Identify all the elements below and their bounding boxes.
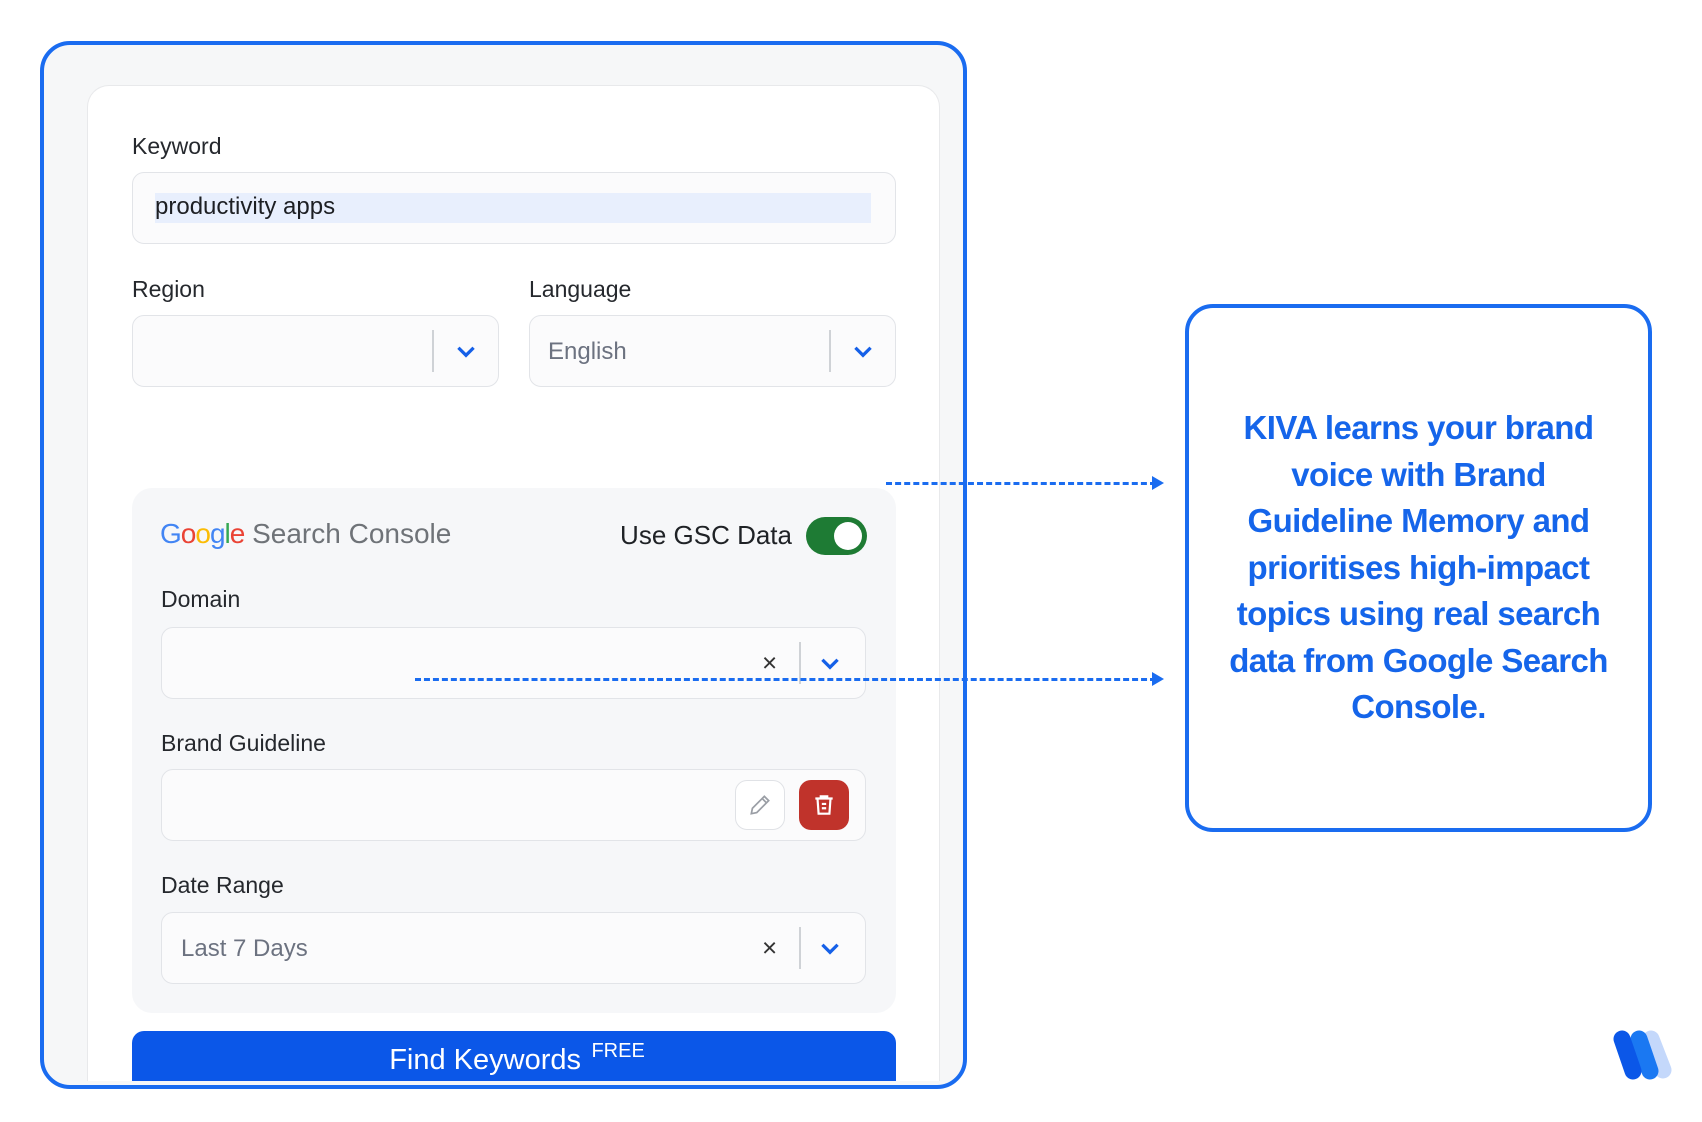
arrowhead-icon xyxy=(1152,672,1164,686)
gsc-logo: Google Search Console xyxy=(160,518,451,550)
language-label: Language xyxy=(529,276,632,302)
region-select[interactable] xyxy=(132,315,499,387)
language-select[interactable]: English xyxy=(529,315,896,387)
clear-icon[interactable]: × xyxy=(762,932,778,963)
brand-guideline-field[interactable] xyxy=(161,769,866,841)
use-gsc-toggle[interactable] xyxy=(806,517,867,555)
keyword-input[interactable]: productivity apps xyxy=(132,172,896,244)
chevron-down-icon[interactable] xyxy=(817,935,843,961)
date-range-label: Date Range xyxy=(161,872,284,898)
free-badge: FREE xyxy=(591,1040,645,1062)
brand-logo-icon xyxy=(1613,1030,1672,1080)
app-frame: Keyword productivity apps Region Languag… xyxy=(40,41,967,1089)
domain-select[interactable]: × xyxy=(161,627,866,699)
connector-arrow-top xyxy=(886,482,1156,485)
gsc-panel: Google Search Console Use GSC Data Domai… xyxy=(132,488,896,1013)
search-console-wordmark: Search Console xyxy=(252,518,452,549)
delete-button[interactable] xyxy=(799,780,849,830)
chevron-down-icon[interactable] xyxy=(850,338,876,364)
find-keywords-label: Find Keywords xyxy=(389,1044,581,1076)
region-label: Region xyxy=(132,276,205,302)
google-wordmark: Google xyxy=(160,518,245,549)
keyword-label: Keyword xyxy=(132,133,222,159)
arrowhead-icon xyxy=(1152,476,1164,490)
edit-button[interactable] xyxy=(735,780,785,830)
chevron-down-icon[interactable] xyxy=(817,650,843,676)
chevron-down-icon[interactable] xyxy=(453,338,479,364)
language-value: English xyxy=(548,338,627,365)
keyword-value: productivity apps xyxy=(155,193,336,220)
brand-guideline-label: Brand Guideline xyxy=(161,730,326,756)
trash-icon xyxy=(815,795,833,815)
domain-label: Domain xyxy=(161,586,241,612)
use-gsc-label: Use GSC Data xyxy=(620,520,792,550)
pencil-icon xyxy=(750,795,770,815)
date-range-value: Last 7 Days xyxy=(181,935,308,962)
date-range-select[interactable]: Last 7 Days × xyxy=(161,912,866,984)
clear-icon[interactable]: × xyxy=(762,647,778,678)
connector-arrow-bottom xyxy=(415,678,1156,681)
find-keywords-button[interactable]: Find Keywords FREE xyxy=(132,1031,896,1081)
keyword-form-card: Keyword productivity apps Region Languag… xyxy=(87,85,940,1081)
